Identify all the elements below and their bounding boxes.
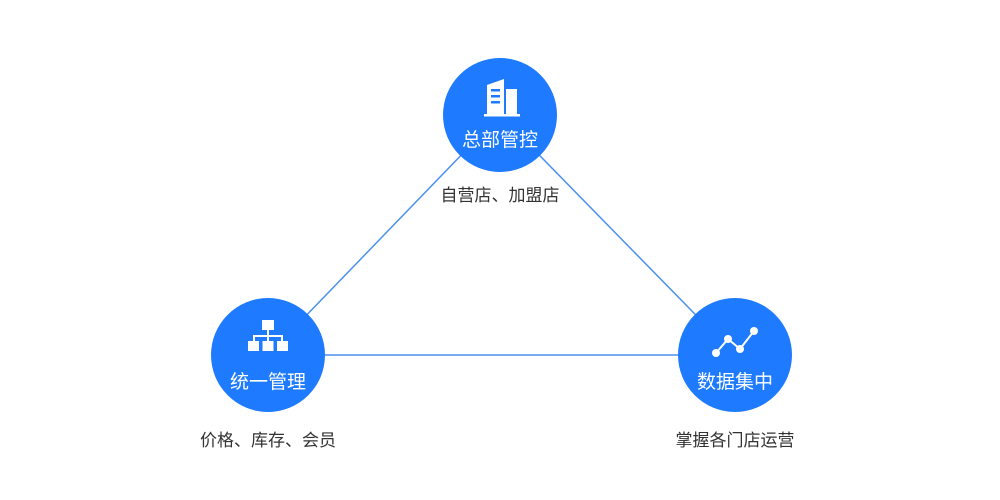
node-left-circle — [211, 298, 325, 412]
node-left-label: 统一管理 — [230, 371, 306, 393]
node-right-circle — [678, 298, 792, 412]
line-chart-icon — [712, 327, 758, 357]
hierarchy-icon — [248, 320, 288, 351]
node-left-description: 价格、库存、会员 — [200, 431, 336, 451]
node-top-description: 自营店、加盟店 — [441, 186, 560, 206]
node-right: 数据集中 — [678, 298, 792, 412]
node-right-description: 掌握各门店运营 — [676, 431, 795, 451]
node-top: 总部管控 — [443, 58, 557, 172]
node-top-label: 总部管控 — [462, 129, 538, 151]
node-right-label: 数据集中 — [697, 371, 773, 393]
node-left: 统一管理 — [211, 298, 325, 412]
building-icon — [484, 79, 520, 117]
